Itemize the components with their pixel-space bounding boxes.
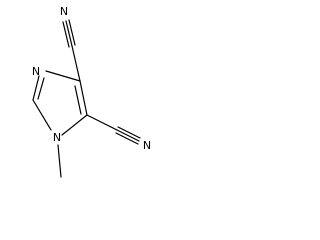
bond-n3-c4: [45, 70, 81, 82]
bond-c4-c5-single: [79, 80, 88, 116]
bond-c4-c5-double: [74, 85, 82, 115]
molecule-structure: N N N N: [0, 0, 156, 190]
bond-c5-cn-right: [86, 114, 118, 131]
atom-label-nitrile-top-n: N: [60, 5, 68, 18]
background: [0, 0, 156, 190]
triple-bond-right-3: [115, 132, 139, 145]
bond-c5-n1: [61, 114, 88, 136]
atom-label-nitrile-right-n: N: [143, 139, 151, 152]
triple-bond-right-1: [116, 129, 140, 142]
atom-label-ring-n1: N: [53, 131, 61, 144]
bond-n1-c2: [32, 99, 52, 131]
bond-c2-n3-double: [37, 77, 45, 100]
bond-c2-n3-single: [32, 75, 40, 101]
triple-bond-top-3: [68, 19, 76, 46]
triple-bond-right-2: [117, 126, 141, 139]
bond-n1-methyl: [57, 144, 62, 178]
triple-bond-top-1: [65, 20, 73, 47]
atom-label-ring-n3: N: [32, 65, 40, 78]
bond-c4-cn-top: [71, 45, 81, 82]
triple-bond-top-2: [62, 21, 70, 48]
